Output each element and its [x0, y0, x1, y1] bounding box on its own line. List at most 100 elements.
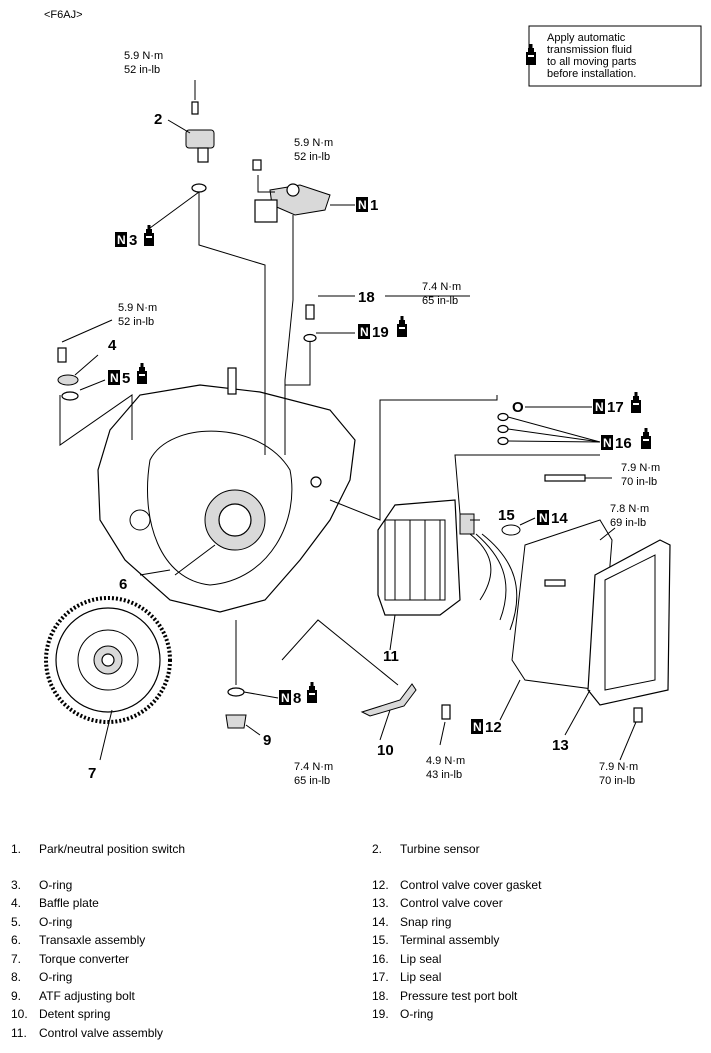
n-badge-5 [108, 370, 120, 385]
oil-can-icon [631, 392, 641, 413]
legend-item-number: 8. [11, 970, 22, 984]
legend-item-number: 11. [11, 1026, 27, 1040]
pressure-test-bolt [305, 304, 315, 320]
callout-4: 4 [108, 337, 117, 354]
n-badge-8 [279, 690, 291, 705]
callout-19: 19 [372, 324, 389, 341]
atf-note: Apply automatic transmission fluid to al… [526, 25, 702, 87]
oil-can-icon [641, 428, 651, 449]
torque-c-inlb: 52 in-lb [118, 316, 154, 328]
park-neutral-switch [252, 159, 331, 223]
callout-7: 7 [88, 765, 96, 782]
n-badge-16-text: N [603, 436, 612, 450]
callout-3: 3 [129, 232, 137, 249]
lip-seal-16a [497, 412, 509, 422]
n-badge-12 [471, 719, 483, 734]
legend-item-name: Lip seal [400, 970, 442, 984]
torque-a-inlb: 52 in-lb [124, 64, 160, 76]
n-badge-1-text: N [358, 198, 367, 212]
legend-item-name: O-ring [39, 915, 73, 929]
legend-item-name: Turbine sensor [400, 842, 480, 856]
detent-bolt [441, 704, 451, 720]
legend-item-number: 7. [11, 952, 22, 966]
torque-converter [44, 596, 172, 724]
o-mark: O [512, 399, 524, 416]
callout-15: 15 [498, 507, 515, 524]
lip-seal-16c [497, 436, 509, 446]
baffle-bolt [57, 347, 67, 363]
torque-i-inlb: 70 in-lb [599, 775, 635, 787]
torque-h-nm: 7.4 N·m [294, 761, 333, 773]
callout-8: 8 [293, 690, 301, 707]
n-badge-1 [356, 197, 368, 212]
baffle-plate [57, 374, 79, 386]
legend-item-name: O-ring [39, 878, 73, 892]
n-badge-3-text: N [117, 233, 126, 247]
callout-13: 13 [552, 737, 569, 754]
note-line-3: to all moving parts [547, 56, 637, 68]
note-line-1: Apply automatic [547, 32, 626, 44]
callout-18: 18 [358, 289, 375, 306]
torque-a-nm: 5.9 N·m [124, 50, 163, 62]
turbine-sensor [185, 101, 215, 193]
legend-item-name: Baffle plate [39, 896, 99, 910]
o-ring-19 [303, 333, 317, 343]
o-ring-5 [61, 391, 79, 401]
torque-e-nm: 7.9 N·m [621, 462, 660, 474]
legend-item-name: O-ring [400, 1007, 434, 1021]
torque-f-inlb: 69 in-lb [610, 517, 646, 529]
torque-b-inlb: 52 in-lb [294, 151, 330, 163]
leader-lines [59, 80, 637, 761]
atf-adjusting-bolt [225, 714, 247, 729]
torque-b-nm: 5.9 N·m [294, 137, 333, 149]
oil-can-icon [137, 363, 147, 384]
cover-bolt-long [544, 474, 586, 482]
n-badge-12-text: N [473, 720, 482, 734]
legend-item-number: 5. [11, 915, 22, 929]
legend-item-name: ATF adjusting bolt [39, 989, 135, 1003]
control-valve-assembly [377, 499, 461, 616]
legend-item-name: Control valve assembly [39, 1026, 164, 1040]
oil-can-icon [397, 316, 407, 337]
callout-11: 11 [383, 648, 399, 665]
torque-d-nm: 7.4 N·m [422, 281, 461, 293]
header-code: <F6AJ> [44, 9, 83, 21]
callout-17: 17 [607, 399, 624, 416]
n-badge-17 [593, 399, 605, 414]
lip-seal-16b [497, 424, 509, 434]
legend-item-number: 6. [11, 933, 22, 947]
parts-legend: 1. Park/neutral position switch 3. O-ring 4.… [0, 840, 711, 1050]
legend-item-name: Snap ring [400, 915, 452, 929]
legend-item-number: 15. [372, 933, 389, 947]
callout-12: 12 [485, 719, 502, 736]
legend-item-number: 3. [11, 878, 22, 892]
legend-item-name: Detent spring [39, 1007, 111, 1021]
legend-item-name: Control valve cover gasket [400, 878, 542, 892]
torque-i-nm: 7.9 N·m [599, 761, 638, 773]
cover-bolt-13 [633, 707, 643, 723]
o-ring-8 [227, 687, 245, 697]
exploded-diagram: <F6AJ> Apply automatic transmission flui… [44, 9, 702, 787]
n-badge-8-text: N [281, 691, 290, 705]
legend-item-name: Terminal assembly [400, 933, 500, 947]
torque-f-nm: 7.8 N·m [610, 503, 649, 515]
control-valve-cover [587, 539, 671, 706]
legend-item-number: 9. [11, 989, 22, 1003]
torque-d-inlb: 65 in-lb [422, 295, 458, 307]
legend-item-number: 4. [11, 896, 22, 910]
n-badge-14-text: N [539, 511, 548, 525]
legend-item-number: 1. [11, 842, 22, 856]
legend-item-name: Park/neutral position switch [39, 842, 186, 856]
detent-spring [360, 683, 417, 717]
callout-5: 5 [122, 370, 130, 387]
legend-item-name: O-ring [39, 970, 73, 984]
oil-can-icon [307, 682, 317, 703]
legend-item-number: 14. [372, 915, 389, 929]
note-line-2: transmission fluid [547, 44, 632, 56]
callout-14: 14 [551, 510, 568, 527]
legend-item-number: 16. [372, 952, 389, 966]
legend-item-number: 12. [372, 878, 389, 892]
legend-item-name: Transaxle assembly [39, 933, 146, 947]
callout-6: 6 [119, 576, 127, 593]
legend-item-number: 2. [372, 842, 383, 856]
